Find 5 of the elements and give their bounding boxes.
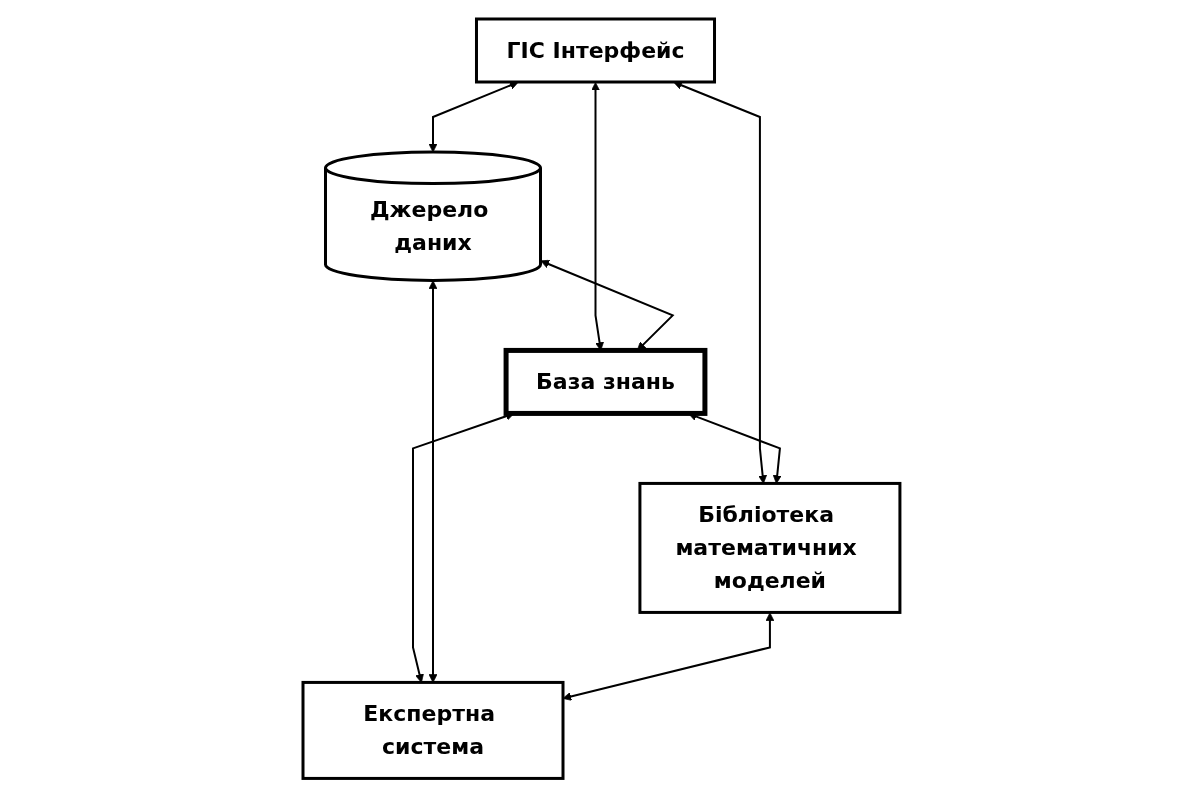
node-box: Бібліотека математичних моделей: [637, 482, 901, 615]
arrow: [562, 612, 774, 702]
node-box: ГІС Інтерфейс: [474, 17, 716, 84]
node-box: База знань: [503, 348, 707, 417]
node-box: Експертна система: [301, 681, 565, 781]
